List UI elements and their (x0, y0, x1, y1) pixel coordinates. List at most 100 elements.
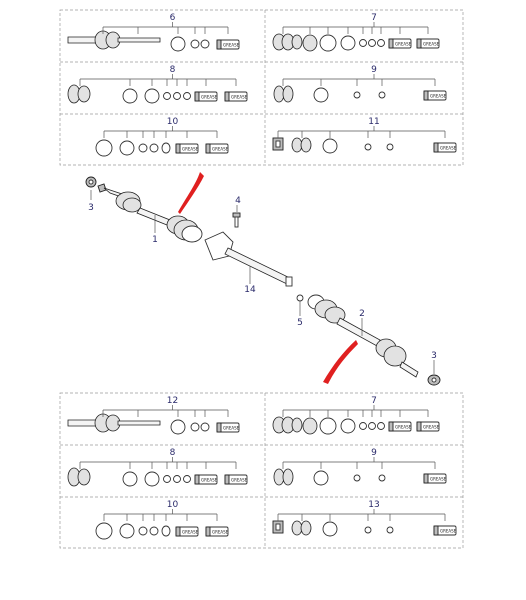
outer-boot (67, 84, 91, 104)
callout-number: 11 (368, 117, 379, 127)
clamp-ring-large (122, 471, 138, 487)
snap-ring-icon (378, 474, 386, 482)
grease-label: GREASE (212, 146, 229, 151)
callout-number: 12 (167, 396, 178, 406)
grease-label: GREASE (395, 41, 412, 46)
clamp-ring-large (319, 34, 337, 52)
center-callout-number: 3 (88, 203, 94, 213)
clamp-ring-small (190, 39, 200, 49)
callout-number: 9 (371, 448, 377, 458)
bolt (232, 212, 241, 228)
snap-ring-icon (386, 143, 394, 151)
center-callout-number: 4 (235, 196, 241, 206)
clamp-ring-small (149, 526, 159, 536)
grease-pack-icon: GREASE (224, 91, 248, 102)
shaft-with-joint (67, 30, 161, 50)
shaft-with-joint (67, 413, 161, 433)
clamp-ring-large (313, 87, 329, 103)
outer-boot (67, 467, 91, 487)
grease-pack-icon: GREASE (433, 525, 457, 536)
clamp-ring-large (95, 522, 113, 540)
inner-joint (272, 137, 284, 151)
grease-pack-icon: GREASE (216, 422, 240, 433)
clamp-ring-small (190, 422, 200, 432)
grease-label: GREASE (440, 528, 457, 533)
grease-pack-icon: GREASE (388, 38, 412, 49)
callout-number: 8 (170, 65, 176, 75)
callout-number: 7 (371, 13, 377, 23)
clamp-ring-small (149, 143, 159, 153)
grease-label: GREASE (440, 145, 457, 150)
clamp-ring-large (170, 419, 186, 435)
grease-label: GREASE (395, 424, 412, 429)
clamp-ring-small (173, 92, 181, 100)
snap-ring-icon (378, 91, 386, 99)
grease-label: GREASE (201, 477, 218, 482)
inner-boot (273, 85, 294, 103)
snap-ring-icon (183, 475, 191, 483)
grease-pack-icon: GREASE (388, 421, 412, 432)
grease-label: GREASE (231, 94, 248, 99)
grease-label: GREASE (223, 42, 240, 47)
nut-top (85, 176, 97, 188)
grease-label: GREASE (223, 425, 240, 430)
grease-pack-icon: GREASE (433, 142, 457, 153)
grease-pack-icon: GREASE (416, 38, 440, 49)
clamp-ring-small (163, 475, 171, 483)
callout-number: 7 (371, 396, 377, 406)
left-drive-shaft (97, 183, 203, 243)
kit-panel-7: GREASE GREASE 7 (272, 396, 440, 435)
upper-panel-grid (59, 9, 464, 166)
grease-label: GREASE (430, 476, 447, 481)
clamp-ring-small (353, 91, 361, 99)
grease-label: GREASE (231, 477, 248, 482)
lower-panel-grid (59, 392, 464, 549)
callout-number: 10 (167, 500, 179, 510)
center-assembly (85, 172, 441, 386)
snap-ring-icon (161, 142, 171, 154)
kit-panel-6: GREASE 6 (67, 13, 240, 52)
grease-pack-icon: GREASE (216, 39, 240, 50)
clamp-ring-small (138, 143, 148, 153)
clamp-ring-small (368, 422, 376, 430)
callout-number: 6 (170, 13, 176, 23)
grease-pack-icon: GREASE (224, 474, 248, 485)
grease-label: GREASE (212, 529, 229, 534)
clamp-ring-small (138, 526, 148, 536)
clamp-ring-large (340, 35, 356, 51)
grease-pack-icon: GREASE (423, 90, 447, 101)
clamp-ring-large (144, 471, 160, 487)
center-callout-number: 1 (152, 235, 158, 245)
callout-number: 8 (170, 448, 176, 458)
grease-label: GREASE (182, 146, 199, 151)
boot-set (272, 33, 318, 52)
grease-label: GREASE (423, 424, 440, 429)
upper-panel-frame (59, 9, 464, 166)
clamp-ring-small (364, 143, 372, 151)
snap-ring-icon (200, 422, 210, 432)
clamp-ring-small (163, 92, 171, 100)
grease-label: GREASE (182, 529, 199, 534)
callout-number: 10 (167, 117, 179, 127)
grease-pack-icon: GREASE (194, 474, 218, 485)
clamp-ring-large (322, 521, 338, 537)
clamp-ring-small (359, 39, 367, 47)
snap-ring-icon (377, 39, 385, 47)
grease-label: GREASE (430, 93, 447, 98)
right-drive-shaft (307, 294, 419, 378)
kit-panel-9: GREASE 9 (273, 448, 447, 486)
clamp-ring-large (319, 417, 337, 435)
grease-label: GREASE (423, 41, 440, 46)
center-callout-number: 3 (431, 351, 437, 361)
nut-bottom (427, 374, 441, 386)
grease-pack-icon: GREASE (175, 526, 199, 537)
inner-joint (272, 520, 284, 534)
kit-panel-8: GREASE GREASE 8 (67, 448, 248, 487)
clamp-ring-small (368, 39, 376, 47)
clamp-ring-large (322, 138, 338, 154)
clamp-ring-large (170, 36, 186, 52)
